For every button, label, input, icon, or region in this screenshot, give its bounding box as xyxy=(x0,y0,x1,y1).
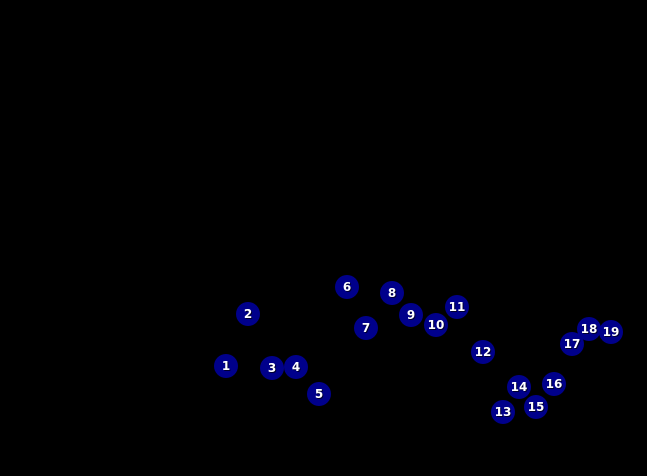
node-label: 5 xyxy=(314,387,324,401)
node-label: 11 xyxy=(448,300,466,314)
node-18[interactable]: 18 xyxy=(577,317,601,341)
node-6[interactable]: 6 xyxy=(335,275,359,299)
node-11[interactable]: 11 xyxy=(445,295,469,319)
node-label: 9 xyxy=(406,308,416,322)
node-label: 10 xyxy=(427,318,445,332)
node-7[interactable]: 7 xyxy=(354,316,378,340)
node-label: 4 xyxy=(291,360,301,374)
node-label: 16 xyxy=(545,377,563,391)
node-label: 6 xyxy=(342,280,352,294)
node-label: 8 xyxy=(387,286,397,300)
node-14[interactable]: 14 xyxy=(507,375,531,399)
node-12[interactable]: 12 xyxy=(471,340,495,364)
node-15[interactable]: 15 xyxy=(524,395,548,419)
node-label: 15 xyxy=(527,400,545,414)
node-label: 12 xyxy=(474,345,492,359)
node-4[interactable]: 4 xyxy=(284,355,308,379)
node-19[interactable]: 19 xyxy=(599,320,623,344)
node-label: 1 xyxy=(221,359,231,373)
node-label: 14 xyxy=(510,380,528,394)
node-5[interactable]: 5 xyxy=(307,382,331,406)
node-label: 3 xyxy=(267,361,277,375)
node-16[interactable]: 16 xyxy=(542,372,566,396)
node-2[interactable]: 2 xyxy=(236,302,260,326)
node-8[interactable]: 8 xyxy=(380,281,404,305)
node-9[interactable]: 9 xyxy=(399,303,423,327)
node-label: 13 xyxy=(494,405,512,419)
node-label: 18 xyxy=(580,322,598,336)
node-10[interactable]: 10 xyxy=(424,313,448,337)
node-3[interactable]: 3 xyxy=(260,356,284,380)
node-label: 19 xyxy=(602,325,620,339)
node-label: 17 xyxy=(563,337,581,351)
node-label: 2 xyxy=(243,307,253,321)
node-label: 7 xyxy=(361,321,371,335)
node-13[interactable]: 13 xyxy=(491,400,515,424)
node-1[interactable]: 1 xyxy=(214,354,238,378)
